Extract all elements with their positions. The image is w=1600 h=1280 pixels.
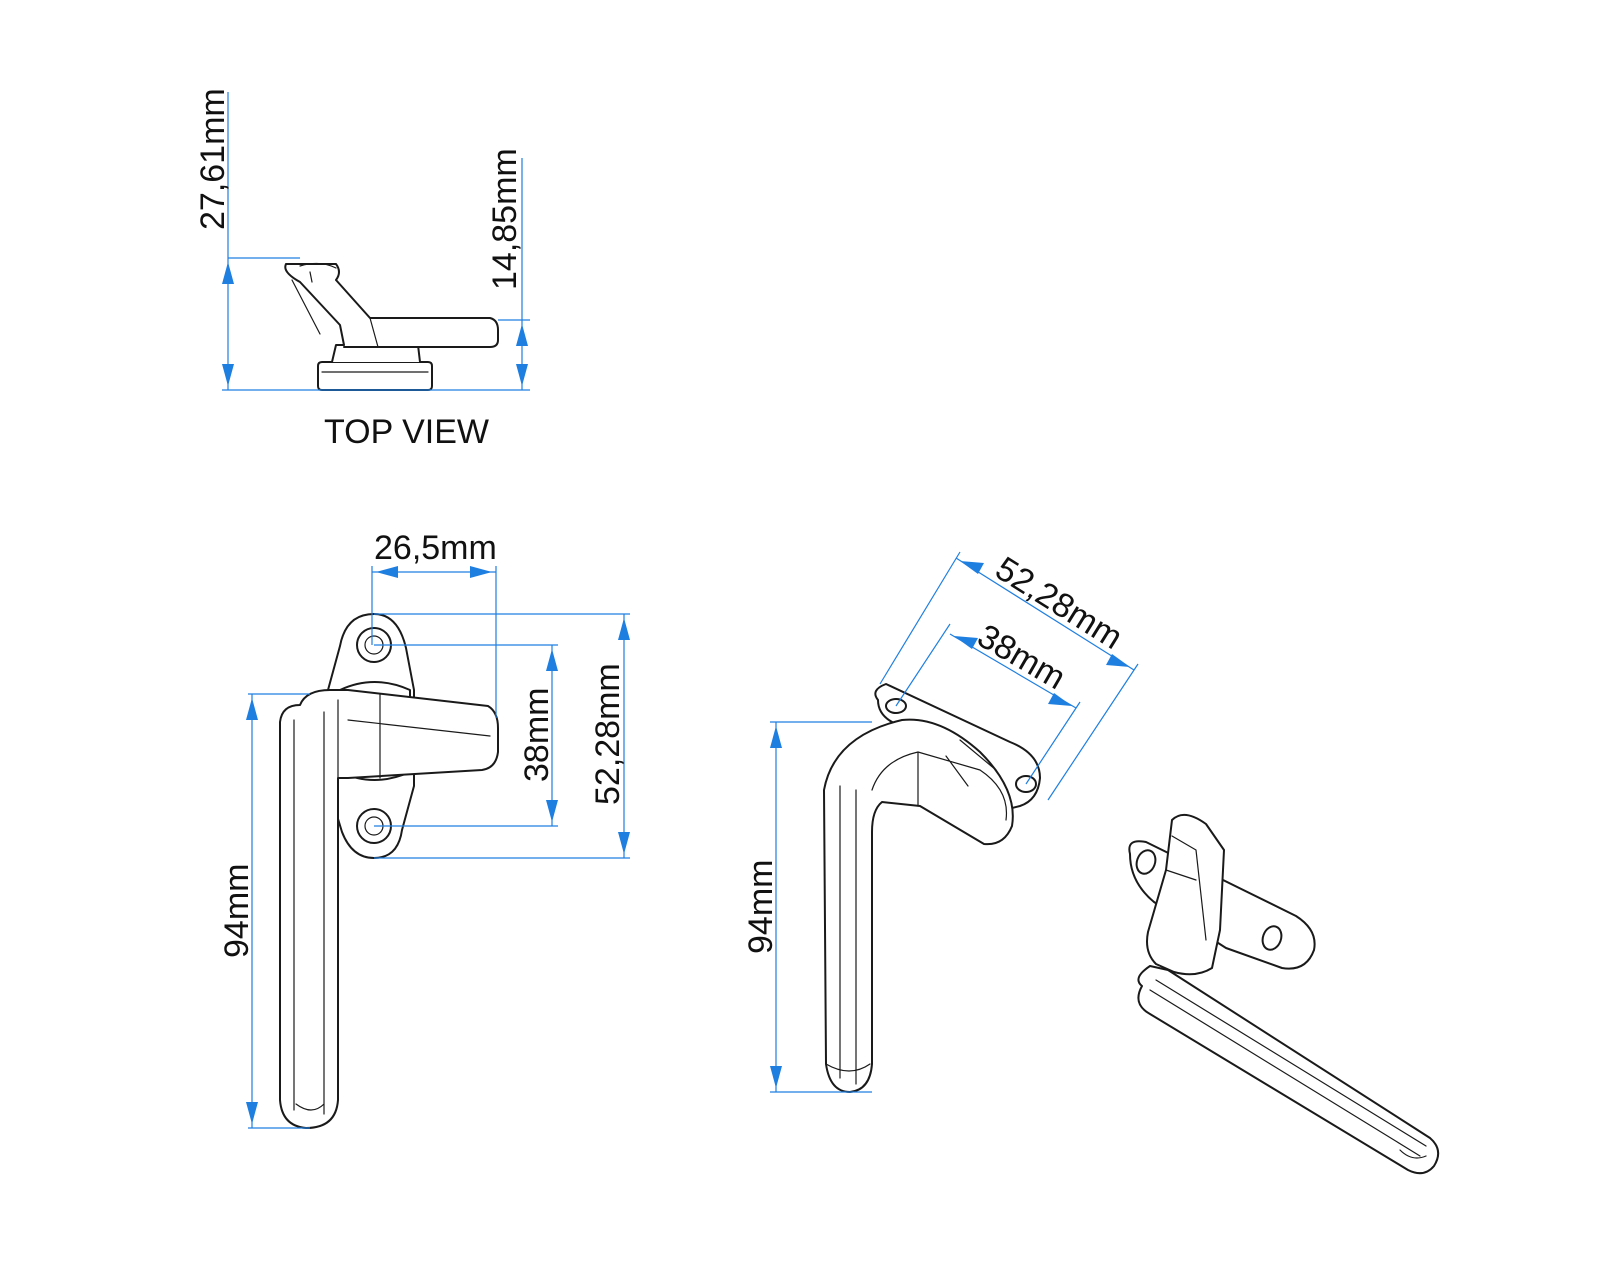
dim-top-total-height: 27,61mm (194, 88, 530, 391)
iso-view-handle (823, 683, 1041, 1093)
iso-view: 52,28mm 38mm 94mm (742, 550, 1139, 1093)
dim-front-handle-length: 94mm (218, 693, 310, 1129)
dim-iso-handle-length: 94mm (742, 721, 872, 1093)
front-view: 26,5mm 38mm 52,28mm 94mm (218, 529, 630, 1129)
dim-front-width: 26,5mm (371, 529, 497, 718)
dim-label-52-28: 52,28mm (589, 663, 627, 805)
dim-label-26-5: 26,5mm (374, 529, 497, 567)
dim-front-hole-spacing: 38mm (374, 644, 558, 827)
dim-label-iso-94: 94mm (742, 860, 780, 954)
dim-label-iso-38: 38mm (971, 617, 1072, 697)
top-view-handle (284, 262, 499, 391)
dim-front-plate-length: 52,28mm (374, 613, 630, 859)
dim-label-38: 38mm (518, 688, 556, 782)
iso-view-rear (1128, 813, 1440, 1175)
dim-label-94: 94mm (218, 864, 256, 958)
top-view-caption: TOP VIEW (324, 413, 489, 451)
dim-label-14-85: 14,85mm (486, 148, 524, 290)
top-view: 27,61mm 14,85mm TOP VIEW (194, 88, 530, 451)
dim-label-27-61: 27,61mm (194, 88, 232, 230)
dim-top-base-height: 14,85mm (486, 148, 530, 390)
front-view-handle (279, 613, 499, 1129)
